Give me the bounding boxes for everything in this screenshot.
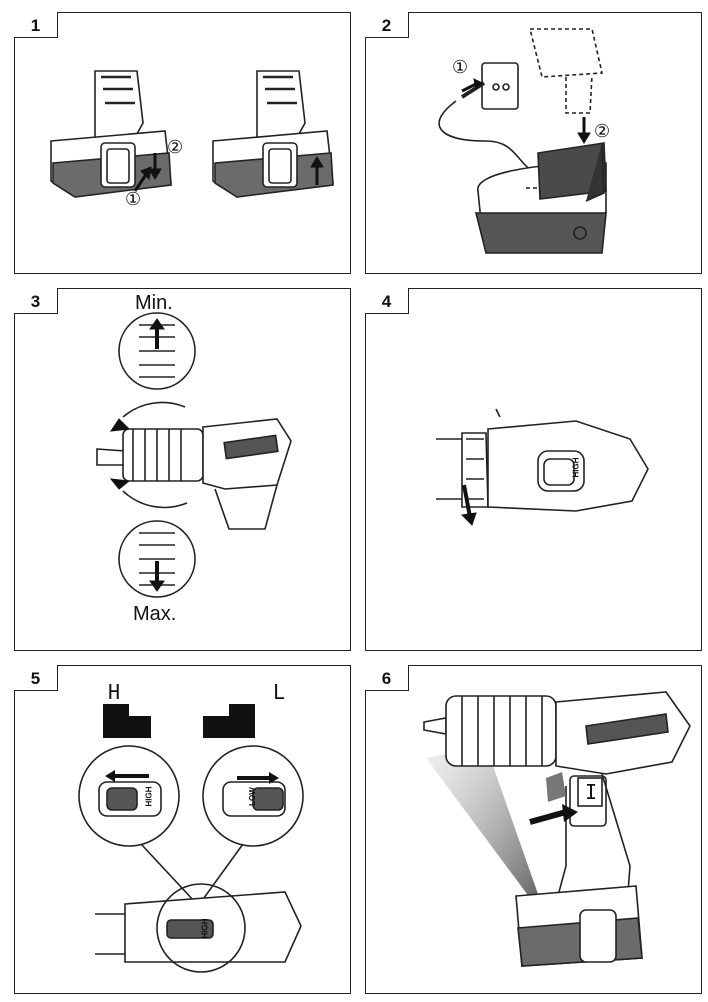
speed-selector-illustration [78, 704, 304, 973]
battery-removal-illustration [50, 70, 334, 198]
high-switch-label: HIGH [144, 786, 154, 807]
torque-setting-illustration [96, 312, 292, 598]
panel-6: 6 I [365, 665, 702, 994]
panel-number: 3 [14, 288, 58, 314]
step-1-marker: ① [125, 189, 142, 209]
panel-number: 6 [365, 665, 409, 691]
high-symbol: H [108, 680, 121, 704]
panel-number: 4 [365, 288, 409, 314]
low-switch-label: LOW [247, 787, 257, 806]
panel-number: 2 [365, 12, 409, 38]
panel-1: 1 ② ① [14, 12, 351, 274]
high-switch-label-small: HIGH [200, 918, 210, 939]
panel-number: 5 [14, 665, 58, 691]
panel-5: 5 H L HIGH LOW HIGH [14, 665, 351, 994]
trigger-symbol: I [585, 780, 598, 804]
low-symbol: L [273, 680, 286, 704]
panel-2: 2 ① ② [365, 12, 702, 274]
panel-4: 4 HIGH [365, 288, 702, 651]
max-label: Max. [133, 603, 177, 625]
step-2-marker: ② [594, 121, 611, 141]
drill-mode-illustration [436, 408, 649, 526]
min-label: Min. [135, 292, 173, 314]
high-switch-label: HIGH [571, 457, 581, 478]
panel-number: 1 [14, 12, 58, 38]
step-1-marker: ① [452, 57, 469, 77]
panel-3: 3 Min. Max. [14, 288, 351, 651]
step-2-marker: ② [167, 137, 184, 157]
charging-illustration [438, 28, 607, 254]
trigger-operation-illustration [423, 691, 691, 967]
